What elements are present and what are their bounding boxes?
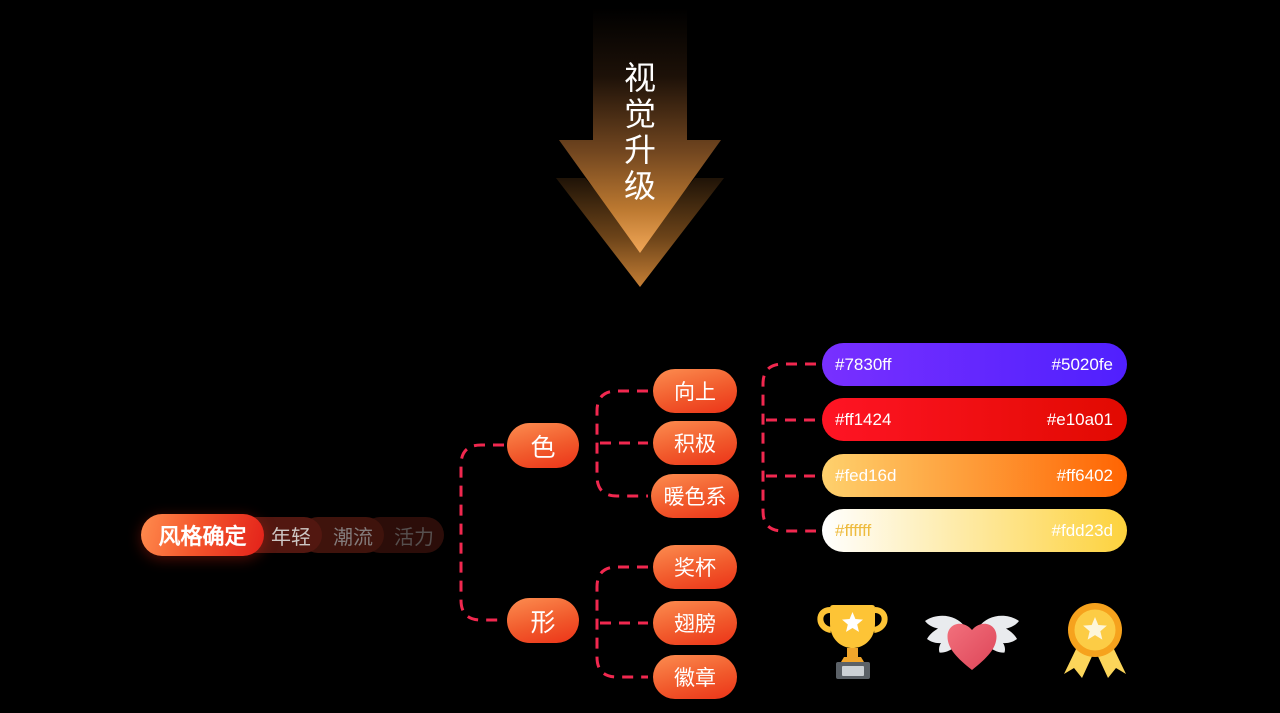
connector-palette-bracket [761,362,816,533]
palette-hex-right: #5020fe [1051,354,1113,374]
palette-hex-left: #fed16d [835,465,897,485]
child-node-upward: 向上 [653,369,737,413]
palette-hex-right: #ff6402 [1056,465,1113,485]
connector-root-bracket [459,443,504,622]
child-node-wings: 翅膀 [653,601,737,645]
connector-color-bracket [595,389,648,498]
root-node: 风格确定 [141,514,264,556]
arrow-title: 视 觉 升 级 [600,60,680,204]
palette-bar-white-gold: #ffffff #fdd23d [822,509,1127,552]
palette-bar-orange: #fed16d #ff6402 [822,454,1127,497]
arrow-title-char: 觉 [623,96,656,132]
child-node-positive: 积极 [653,421,737,465]
arrow-title-char: 视 [623,60,656,96]
down-arrow [559,8,721,253]
winged-heart-icon [925,615,1019,670]
palette-hex-left: #ffffff [835,520,872,540]
branch-node-color: 色 [507,423,579,468]
child-node-trophy: 奖杯 [653,545,737,589]
palette-bar-red: #ff1424 #e10a01 [822,398,1127,441]
trophy-icon [817,605,888,679]
arrow-chevron [556,178,724,287]
palette-hex-left: #ff1424 [835,409,892,429]
connector-shape-bracket [595,565,648,679]
branch-node-shape: 形 [507,598,579,643]
medal-icon [1064,603,1126,678]
arrow-title-char: 级 [623,168,656,204]
palette-hex-left: #7830ff [835,354,892,374]
arrow-title-char: 升 [623,132,656,168]
palette-bar-purple: #7830ff #5020fe [822,343,1127,386]
child-node-warm-colors: 暖色系 [651,474,739,518]
palette-hex-right: #e10a01 [1046,409,1113,429]
child-node-badge: 徽章 [653,655,737,699]
palette-hex-right: #fdd23d [1051,520,1113,540]
